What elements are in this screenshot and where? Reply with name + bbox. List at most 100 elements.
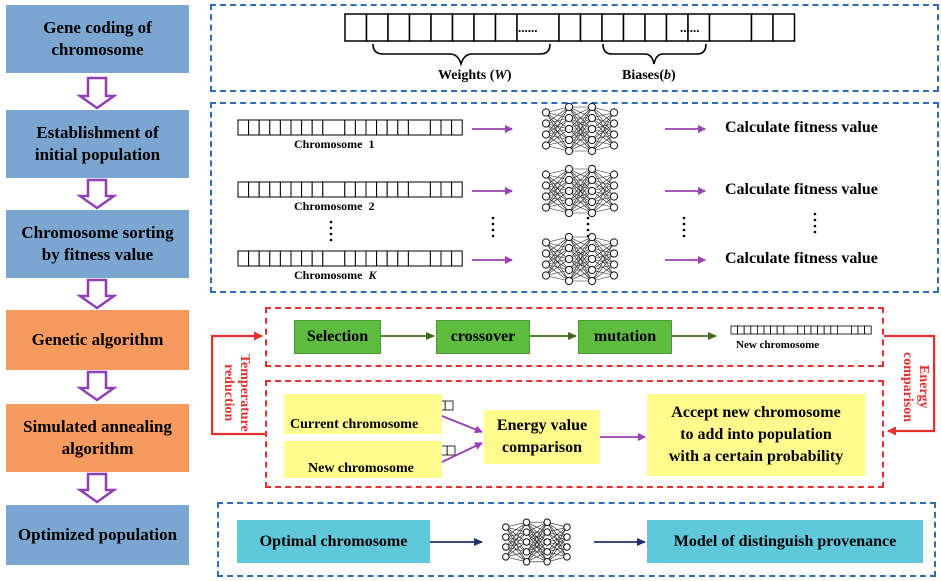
gene-cell — [386, 119, 399, 136]
neural-network-icon — [541, 164, 619, 218]
network-node — [587, 276, 597, 286]
gene-cell — [444, 400, 454, 411]
gene-cell — [558, 13, 582, 42]
gene-cell — [830, 325, 838, 335]
network-node — [563, 543, 571, 551]
gene-cell — [440, 181, 453, 198]
network-node — [609, 249, 619, 258]
network-node — [564, 186, 574, 196]
network-edge — [591, 174, 615, 192]
gene-cell — [344, 13, 368, 42]
network-edge — [591, 123, 615, 152]
model-provenance-box: Model of distinguish provenance — [647, 520, 923, 563]
network-edge — [545, 168, 570, 208]
network-node — [609, 260, 619, 269]
step-line: Genetic algorithm — [31, 330, 164, 349]
network-node — [541, 203, 551, 212]
chromosome-index: 1 — [368, 137, 375, 151]
network-node — [564, 197, 574, 207]
network-edge — [568, 201, 593, 214]
network-node — [563, 553, 571, 561]
gene-cell — [750, 13, 774, 42]
biases-prefix: Biases( — [622, 68, 664, 83]
gene-cell — [757, 325, 765, 335]
gene-cell — [237, 181, 250, 198]
network-node — [587, 175, 597, 185]
network-edge — [591, 242, 615, 282]
network-node — [587, 254, 597, 264]
encoding-panel — [210, 4, 939, 92]
network-edge — [545, 190, 570, 208]
gene-cell — [446, 445, 456, 456]
gene-cell — [797, 325, 805, 335]
network-node — [587, 135, 597, 145]
gene-cell — [386, 181, 399, 198]
gene-cell — [322, 119, 346, 136]
network-node — [564, 175, 574, 185]
gene-cell — [451, 250, 463, 267]
network-edge — [505, 531, 527, 558]
gene-cell — [708, 13, 753, 42]
network-edge — [545, 128, 570, 146]
gene-cell — [290, 119, 303, 136]
gene-cell — [279, 119, 292, 136]
annealing-panel — [265, 380, 884, 488]
network-edge — [568, 236, 593, 271]
network-edge — [526, 521, 548, 533]
gene-cell — [279, 250, 292, 267]
selection-box: Selection — [294, 320, 381, 354]
network-node — [522, 558, 531, 566]
gene-cell — [772, 13, 796, 42]
gene-cell — [258, 250, 271, 267]
gene-cell — [851, 325, 859, 335]
gene-cell — [494, 13, 518, 42]
network-node — [522, 528, 531, 536]
continuation-dots — [329, 212, 817, 242]
network-edge — [591, 242, 615, 271]
gene-cell — [440, 250, 453, 267]
network-edge — [526, 531, 548, 562]
network-edge — [505, 522, 527, 558]
gene-cell — [290, 181, 303, 198]
network-edge — [545, 236, 570, 265]
gene-cell — [817, 325, 825, 335]
network-node — [587, 197, 597, 207]
down-arrow-icon — [76, 472, 118, 504]
gene-cell — [579, 13, 603, 42]
network-node — [543, 518, 551, 526]
gene-cell — [376, 119, 388, 136]
network-edge — [526, 551, 548, 563]
network-node — [587, 265, 597, 275]
network-node — [541, 238, 551, 247]
network-node — [564, 124, 574, 134]
gene-cell — [376, 250, 388, 267]
gene-cell — [397, 181, 409, 198]
network-edge — [526, 521, 548, 543]
gene-cell — [311, 181, 324, 198]
network-node — [563, 523, 571, 531]
gene-cell — [429, 119, 442, 136]
network-edge — [591, 174, 615, 203]
gene-cell — [763, 325, 771, 335]
gene-cell — [783, 325, 799, 335]
optimal-chromosome-box: Optimal chromosome — [237, 520, 430, 563]
network-edge — [505, 541, 527, 558]
network-node — [587, 208, 597, 218]
network-node — [609, 141, 619, 150]
network-node — [541, 141, 551, 150]
gene-cell — [429, 250, 442, 267]
network-node — [587, 186, 597, 196]
network-node — [564, 265, 574, 275]
network-edge — [591, 196, 615, 214]
gene-cell — [429, 181, 442, 198]
network-node — [609, 119, 619, 128]
network-edge — [568, 106, 593, 141]
accept-line: with a certain probability — [668, 448, 844, 465]
gene-cell — [237, 119, 250, 136]
network-node — [564, 113, 574, 123]
weights-suffix: ) — [506, 68, 512, 83]
down-arrow-icon — [76, 76, 118, 110]
gene-cell — [837, 325, 852, 335]
